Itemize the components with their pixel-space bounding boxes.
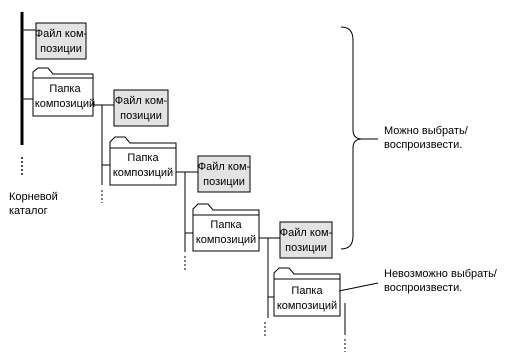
folder-label-line1: Папка	[127, 152, 159, 164]
root-label-line2: каталог	[9, 205, 48, 217]
selectable-note-line1: Можно выбрать/	[384, 125, 469, 137]
not-selectable-note-line1: Невозможно выбрать/	[384, 268, 498, 280]
folder-label-line1: Папка	[49, 83, 81, 95]
selectable-note: Можно выбрать/ воспроизвести.	[384, 125, 469, 151]
folder-label-line2: композиций	[277, 300, 337, 312]
file-label-line2: позиции	[203, 176, 245, 188]
root-label-line1: Корневой	[9, 191, 58, 203]
not-selectable-note: Невозможно выбрать/ воспроизвести.	[384, 268, 498, 294]
folder-label-line2: композиций	[196, 234, 256, 246]
root-tree-lines	[20, 12, 36, 175]
level-1-tree-lines	[93, 104, 114, 203]
file-label-line2: позиции	[285, 242, 327, 254]
file-node-level-4[interactable]: Файл ком- позиции	[279, 221, 333, 259]
file-label-line2: позиции	[40, 43, 82, 55]
not-selectable-note-line2: воспроизвести.	[384, 282, 462, 294]
file-label-line1: Файл ком-	[280, 227, 333, 239]
level-2-tree-lines	[176, 171, 198, 270]
folder-label-line2: композиций	[35, 98, 95, 110]
file-node-level-1[interactable]: Файл ком- позиции	[35, 22, 88, 60]
folder-node-level-2[interactable]: Папка композиций	[109, 136, 177, 186]
file-label-line1: Файл ком-	[35, 28, 88, 40]
folder-node-level-1[interactable]: Папка композиций	[32, 67, 95, 117]
folder-node-level-4[interactable]: Папка композиций	[273, 267, 341, 317]
folder-label-line2: композиций	[113, 167, 173, 179]
selectable-bracket	[340, 26, 378, 250]
folder-label-line1: Папка	[291, 285, 323, 297]
file-node-level-3[interactable]: Файл ком- позиции	[197, 155, 251, 193]
not-selectable-pointer	[338, 282, 379, 292]
file-node-level-2[interactable]: Файл ком- позиции	[113, 89, 169, 127]
file-label-line1: Файл ком-	[198, 161, 251, 173]
file-label-line2: позиции	[120, 110, 162, 122]
folder-label-line1: Папка	[210, 219, 242, 231]
root-label: Корневой каталог	[9, 191, 58, 217]
selectable-note-line2: воспроизвести.	[384, 139, 462, 151]
folder-node-level-3[interactable]: Папка композиций	[192, 203, 260, 252]
file-label-line1: Файл ком-	[115, 95, 168, 107]
